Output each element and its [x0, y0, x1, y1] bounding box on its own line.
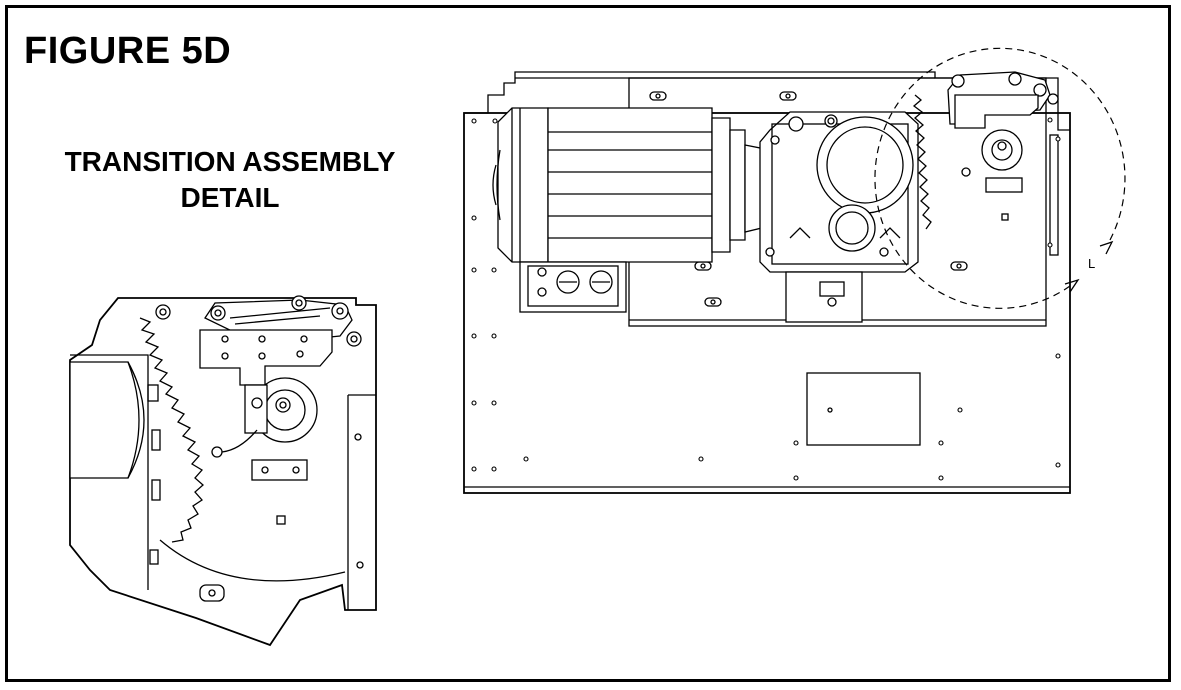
overall-assembly-view: L: [463, 47, 1126, 494]
figure-subtitle: TRANSITION ASSEMBLY DETAIL: [40, 144, 420, 216]
lower-bracket: [251, 459, 308, 481]
gear-teeth-small: [912, 94, 932, 230]
transition-assembly-small: [947, 71, 1059, 221]
access-panel: [806, 372, 921, 446]
subtitle-line-2: DETAIL: [180, 182, 280, 213]
figure-frame: [5, 5, 1171, 682]
gear-teeth-detail: [139, 317, 204, 543]
transition-detail-view: [69, 295, 377, 647]
bracket-plate: [199, 329, 333, 386]
detail-callout-circle: [874, 47, 1126, 309]
mounting-plate: [463, 112, 1071, 494]
gear-body-arc: [159, 539, 346, 582]
figure-title: FIGURE 5D: [24, 30, 232, 72]
rotation-label: L: [1088, 256, 1095, 271]
motor: [492, 107, 771, 263]
junction-box: [519, 261, 627, 313]
gearbox: [759, 111, 919, 323]
subtitle-line-1: TRANSITION ASSEMBLY: [64, 146, 396, 177]
